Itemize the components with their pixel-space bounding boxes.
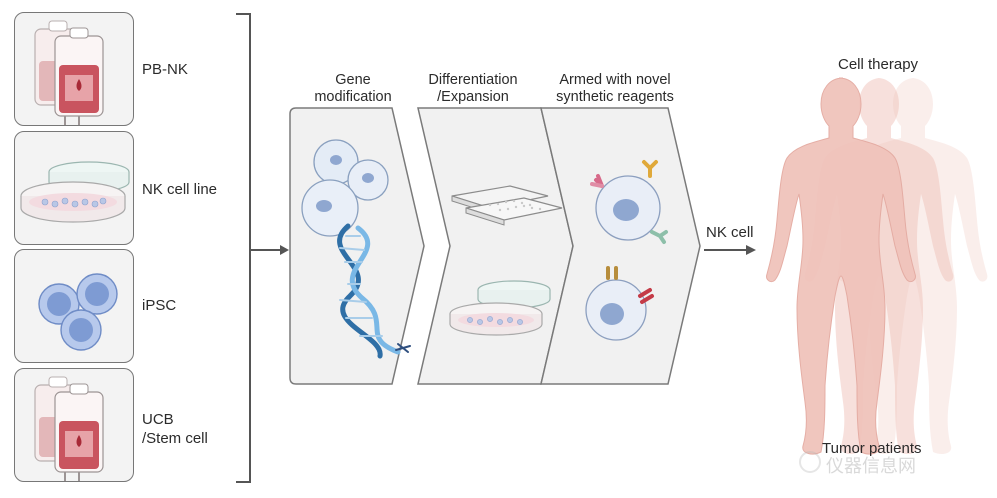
watermark-text: 仪器信息网 [826,456,916,476]
step-label-armed: Armed with novel synthetic reagents [556,72,674,105]
source-bracket [236,13,251,483]
source-box-ipsc [14,249,134,363]
watermark-logo [799,451,821,473]
petri-dish-icon [20,161,130,223]
bracket-arrow-head [280,245,289,255]
step-chevron-armed [540,107,701,385]
nk-cell-arrow-head [746,245,756,255]
culture-dish-icon [449,280,551,336]
source-box-ucb [14,368,134,482]
step-chevron-gene-modification [289,107,425,385]
therapy-label: Cell therapy [838,56,919,73]
stem-cells-icon [301,139,389,237]
source-label-ipsc: iPSC [142,297,177,314]
step-chevron-differentiation [417,107,574,385]
source-box-nk-cell-line [14,131,134,245]
blood-bag-icon [34,20,104,125]
output-label-nk-cell: NK cell [706,224,754,241]
step-label-differentiation: Differentiation /Expansion [428,72,518,105]
armed-nk-cell-bottom [585,266,654,341]
patients-label: Tumor patients [822,440,922,457]
dna-helix-icon [337,223,411,359]
armed-nk-cell-top [590,160,668,244]
source-label-pb-nk: PB-NK [142,61,188,78]
blood-bag-icon [34,376,104,481]
ipsc-cells-icon [38,273,118,351]
source-label-nk-cell-line: NK cell line [142,181,218,198]
step-label-gene-modification: Gene modification [314,72,392,105]
source-label-ucb: UCB /Stem cell [142,411,208,447]
well-plate-icon [451,185,563,226]
source-box-pb-nk [14,12,134,126]
